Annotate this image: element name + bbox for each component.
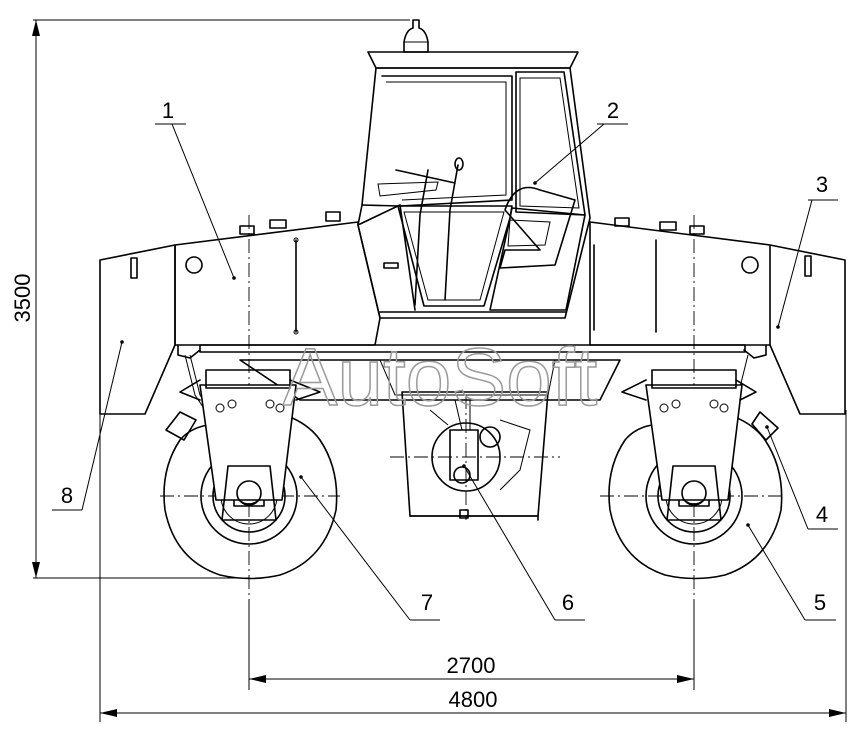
- dimension-track-label: 2700: [447, 653, 496, 678]
- callout-2: 2: [533, 98, 628, 185]
- callout-1: 1: [155, 98, 236, 280]
- dimension-track: 2700: [248, 600, 695, 690]
- watermark: AutoSoft: [283, 332, 598, 423]
- dimension-height-label: 3500: [10, 274, 35, 323]
- right-body: [589, 217, 846, 415]
- callout-1-label: 1: [162, 98, 174, 123]
- left-wheel: [163, 369, 338, 580]
- callout-2-label: 2: [607, 98, 619, 123]
- callout-7: 7: [299, 475, 440, 621]
- cab: [357, 19, 591, 319]
- callout-5: 5: [746, 523, 836, 621]
- callout-3-label: 3: [816, 172, 828, 197]
- callout-3: 3: [776, 172, 838, 329]
- callout-7-label: 7: [421, 590, 433, 615]
- engine: [401, 391, 549, 521]
- dimension-overall-width: 4800: [99, 410, 847, 722]
- dimension-height: 3500: [10, 19, 410, 579]
- callout-4: 4: [765, 425, 838, 530]
- callout-5-label: 5: [814, 590, 826, 615]
- left-body: [99, 211, 381, 415]
- callout-4-label: 4: [816, 502, 828, 527]
- callout-6-label: 6: [562, 590, 574, 615]
- callout-6: 6: [462, 464, 585, 621]
- callout-8-label: 8: [61, 483, 73, 508]
- callout-8: 8: [52, 340, 124, 511]
- dimension-overall-width-label: 4800: [449, 687, 498, 712]
- right-wheel: [608, 369, 783, 580]
